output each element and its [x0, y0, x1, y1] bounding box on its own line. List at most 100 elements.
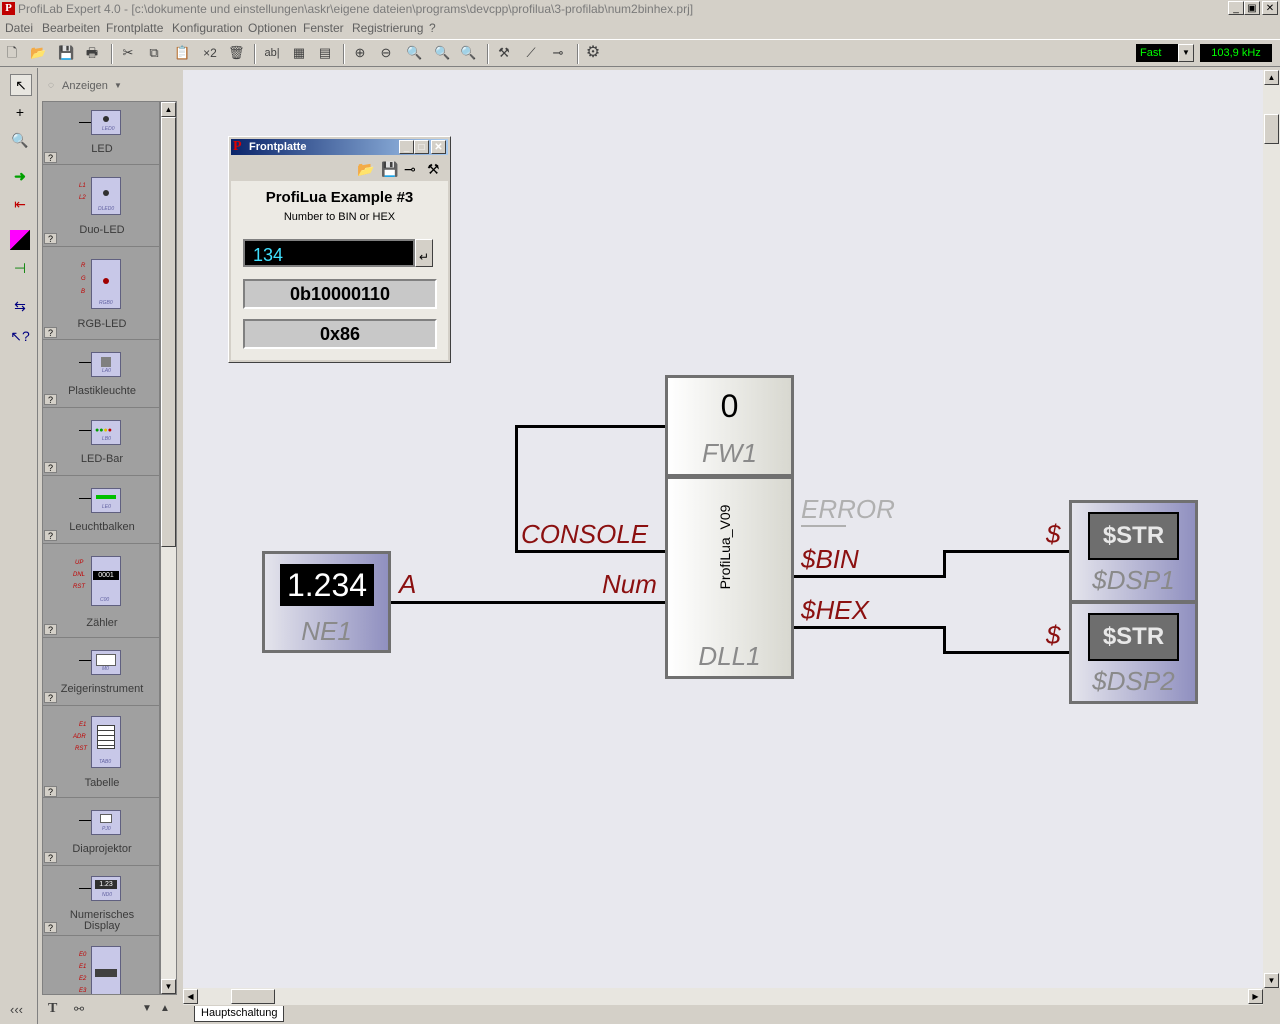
- radio-icon[interactable]: ◌: [48, 80, 54, 91]
- fp-connector-icon[interactable]: ⊸: [404, 161, 416, 177]
- menu-optionen[interactable]: Optionen: [248, 21, 297, 35]
- zoom-fit-icon[interactable]: 🔍: [406, 45, 423, 60]
- scroll-up-icon[interactable]: ▲: [161, 102, 176, 117]
- open-folder-icon[interactable]: 📂: [30, 45, 47, 60]
- stop-arrow-icon[interactable]: ⇤: [14, 196, 26, 212]
- tab-hauptschaltung[interactable]: Hauptschaltung: [194, 1006, 285, 1022]
- zoom-page-icon[interactable]: 🔍: [434, 45, 451, 60]
- print-icon[interactable]: 🖶: [85, 45, 99, 60]
- block-ne1[interactable]: 1.234 NE1: [262, 551, 391, 653]
- help-icon[interactable]: ?: [44, 394, 57, 405]
- help-icon[interactable]: ?: [44, 922, 57, 933]
- grid-icon[interactable]: ▦: [292, 45, 306, 60]
- menu-help[interactable]: ?: [429, 21, 436, 35]
- zoom-all-icon[interactable]: 🔍: [460, 45, 477, 60]
- number-input[interactable]: 134: [243, 239, 415, 267]
- menu-registrierung[interactable]: Registrierung: [352, 21, 424, 35]
- menu-frontplatte[interactable]: Frontplatte: [106, 21, 164, 35]
- palette-item-led-bar[interactable]: ●●●●LB0 LED-Bar ?: [43, 408, 159, 476]
- arrow-up-icon[interactable]: ▲: [160, 1003, 170, 1014]
- help-icon[interactable]: ?: [44, 152, 57, 163]
- crosshair-icon[interactable]: +: [15, 104, 25, 120]
- connector-icon[interactable]: ⊸: [552, 45, 564, 60]
- enter-icon[interactable]: ↵: [415, 239, 433, 267]
- palette-item-partial[interactable]: E0 E1 E2 E3: [43, 936, 159, 994]
- paste-icon[interactable]: 📋: [174, 45, 191, 60]
- menu-konfiguration[interactable]: Konfiguration: [172, 21, 243, 35]
- chevron-down-icon[interactable]: ▼: [114, 81, 122, 90]
- help-icon[interactable]: ?: [44, 786, 57, 797]
- fp-open-icon[interactable]: 📂: [357, 161, 375, 177]
- text-icon[interactable]: T: [48, 1001, 58, 1016]
- block-dsp2[interactable]: $STR $DSP2: [1069, 601, 1198, 704]
- palette-item-tabelle[interactable]: E1 ADR RST TAB0 Tabelle ?: [43, 706, 159, 798]
- menu-datei[interactable]: Datei: [5, 21, 34, 35]
- duplicate-x2-icon[interactable]: ×2: [203, 46, 217, 60]
- help-icon[interactable]: ?: [44, 462, 57, 473]
- scroll-thumb[interactable]: [161, 117, 176, 547]
- text-tool-icon[interactable]: ab|: [264, 47, 280, 59]
- palette-item-leuchtbalken[interactable]: LE0 Leuchtbalken ?: [43, 476, 159, 544]
- delete-icon[interactable]: 🗑: [228, 45, 245, 60]
- zoom-in-icon[interactable]: ⊕: [354, 45, 366, 60]
- palette-item-zeigerinstrument[interactable]: M0 Zeigerinstrument ?: [43, 638, 159, 706]
- gear-icon[interactable]: ⚙: [585, 44, 601, 61]
- scroll-right-icon[interactable]: ▶: [1248, 989, 1263, 1004]
- page-icon[interactable]: ▤: [318, 45, 332, 60]
- pin-icon[interactable]: ⊣: [13, 260, 27, 276]
- collapse-button[interactable]: ‹‹‹: [10, 1002, 23, 1017]
- menu-bearbeiten[interactable]: Bearbeiten: [42, 21, 101, 35]
- fp-tools-icon[interactable]: ⚒: [427, 161, 440, 177]
- speed-select[interactable]: Fast▼: [1136, 44, 1194, 62]
- zoom-out-icon[interactable]: ⊖: [380, 45, 392, 60]
- scroll-thumb[interactable]: [1264, 114, 1279, 144]
- pointer-icon[interactable]: ↖: [10, 74, 32, 96]
- tools-icon[interactable]: ⚒: [498, 45, 510, 60]
- block-fw1[interactable]: 0 FW1: [665, 375, 794, 477]
- hi-lo-icon[interactable]: [10, 230, 30, 250]
- palette-item-rgb-led[interactable]: R G B RGB0 RGB-LED ?: [43, 247, 159, 340]
- fp-minimize-button[interactable]: _: [399, 140, 414, 154]
- save-icon[interactable]: 💾: [58, 45, 75, 60]
- fp-close-button[interactable]: ✕: [431, 140, 446, 154]
- chevron-down-icon[interactable]: ▼: [1178, 44, 1194, 62]
- help-icon[interactable]: ?: [44, 233, 57, 244]
- minimize-button[interactable]: _: [1228, 1, 1244, 15]
- palette-item-duo-led[interactable]: L1 L2 DLED0 Duo-LED ?: [43, 165, 159, 247]
- show-dropdown[interactable]: Anzeigen: [62, 80, 108, 92]
- maximize-button[interactable]: ▣: [1244, 1, 1260, 15]
- arrow-down-icon[interactable]: ▼: [142, 1003, 152, 1014]
- help-icon[interactable]: ?: [44, 692, 57, 703]
- palette-item-led[interactable]: LED0 LED ?: [43, 102, 159, 165]
- binoculars-icon[interactable]: ⚯: [74, 1002, 85, 1016]
- scroll-up-icon[interactable]: ▲: [1264, 70, 1279, 85]
- scroll-thumb[interactable]: [231, 989, 275, 1004]
- help-icon[interactable]: ?: [44, 624, 57, 635]
- fp-save-icon[interactable]: 💾: [381, 161, 399, 177]
- help-icon[interactable]: ?: [44, 852, 57, 863]
- horizontal-scrollbar[interactable]: ◀ ▶: [183, 988, 1263, 1005]
- palette-item-diaprojektor[interactable]: PJ0 Diaprojektor ?: [43, 798, 159, 866]
- vertical-scrollbar[interactable]: ▲ ▼: [1263, 70, 1280, 988]
- scroll-down-icon[interactable]: ▼: [161, 979, 176, 994]
- fp-maximize-button[interactable]: □: [414, 140, 429, 154]
- new-file-icon[interactable]: 🗋: [6, 45, 18, 60]
- scroll-down-icon[interactable]: ▼: [1264, 973, 1279, 988]
- menu-fenster[interactable]: Fenster: [303, 21, 344, 35]
- scroll-left-icon[interactable]: ◀: [183, 989, 198, 1004]
- swap-icon[interactable]: ⇆: [14, 298, 26, 314]
- run-arrow-icon[interactable]: ➜: [14, 168, 26, 184]
- wire-icon[interactable]: ⟋: [526, 45, 536, 60]
- close-button[interactable]: ✕: [1262, 1, 1278, 15]
- palette-item-plastikleuchte[interactable]: LA0 Plastikleuchte ?: [43, 340, 159, 408]
- magnifier-icon[interactable]: 🔍: [11, 132, 29, 148]
- help-icon[interactable]: ?: [44, 530, 57, 541]
- cut-icon[interactable]: ✂: [122, 45, 134, 60]
- block-dll1[interactable]: ProfiLua_V09 DLL1: [665, 476, 794, 679]
- frontpanel-titlebar[interactable]: P Frontplatte _ □ ✕: [231, 139, 448, 155]
- palette-scrollbar[interactable]: ▲ ▼: [160, 101, 177, 995]
- help-icon[interactable]: ?: [44, 327, 57, 338]
- copy-icon[interactable]: ⧉: [149, 45, 159, 60]
